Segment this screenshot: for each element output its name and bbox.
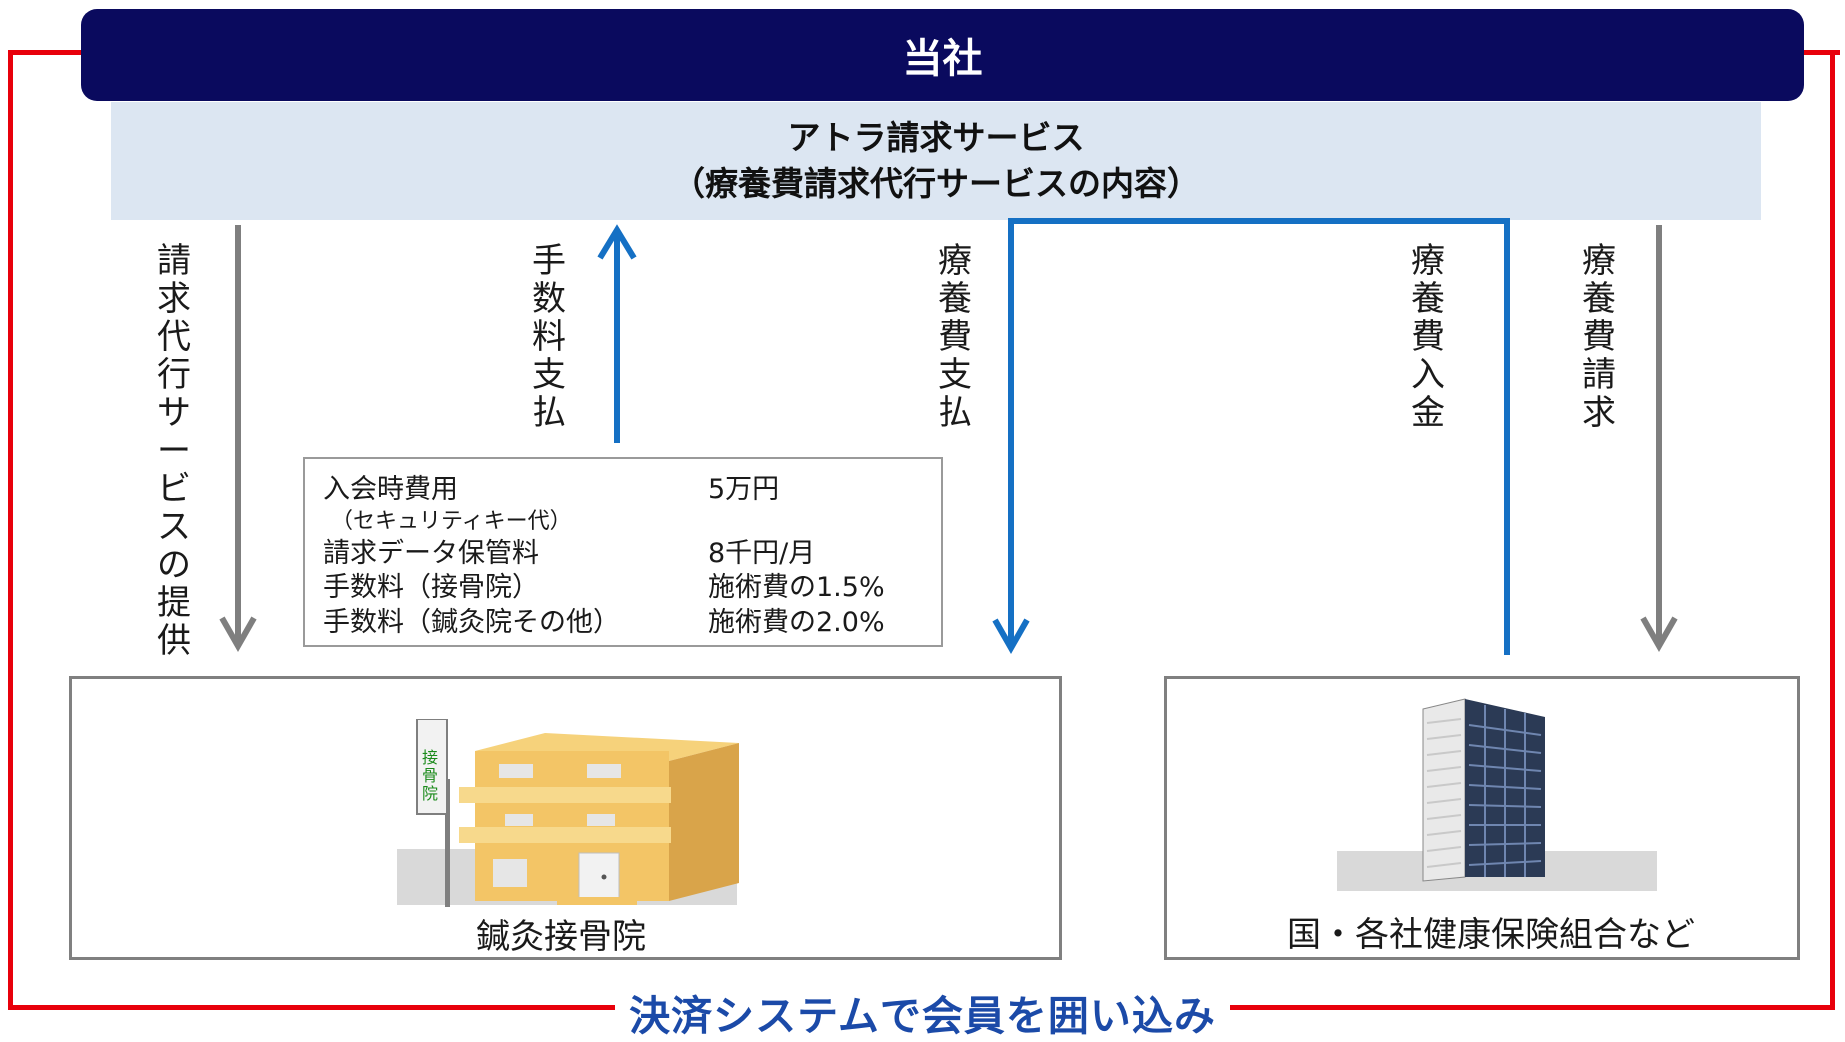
billing-service-label: 請求代行サービスの提供 (157, 241, 191, 661)
treatment-flow-arrow (992, 218, 1510, 655)
footer-text: 決済システムで会員を囲い込み (615, 992, 1230, 1040)
insurer-label: 国・各社健康保険組合など (1287, 915, 1695, 955)
footer-label: 決済システムで会員を囲い込み (0, 982, 1845, 1042)
billing-service-arrow (219, 225, 257, 653)
fee-row-label: 入会時費用 (323, 474, 458, 505)
clinic-label: 鍼灸接骨院 (476, 917, 646, 957)
fee-row-value: 8千円/月 (708, 538, 816, 569)
treatment-claim-label: 療養費請求 (1582, 241, 1616, 433)
service-band: アトラ請求サービス （療養費請求代行サービスの内容） (111, 102, 1761, 220)
fee-table: 入会時費用 5万円 （セキュリティキー代） 請求データ保管料 8千円/月 手数料… (303, 457, 943, 647)
red-loop-frame-top-right (1790, 50, 1840, 55)
service-subtitle: （療養費請求代行サービスの内容） (672, 164, 1200, 203)
service-title: アトラ請求サービス (787, 118, 1085, 157)
treatment-claim-arrow (1640, 225, 1678, 653)
fee-row-label: 請求データ保管料 (323, 538, 539, 569)
insurer-panel: 国・各社健康保険組合など (1164, 676, 1800, 960)
treatment-payment-label: 療養費支払 (938, 241, 972, 433)
fee-row-value: 5万円 (708, 474, 780, 505)
clinic-sign-text: 接骨院 (421, 748, 438, 803)
fee-row-value: 施術費の1.5% (708, 572, 885, 603)
company-title: 当社 (902, 36, 983, 82)
fee-payment-label: 手数料支払 (532, 241, 566, 433)
fee-row-note: （セキュリティキー代） (331, 509, 572, 534)
company-header: 当社 (81, 9, 1804, 101)
fee-row-value: 施術費の2.0% (708, 607, 885, 638)
red-loop-frame-top-left (8, 50, 88, 55)
fee-row-label: 手数料（接骨院） (323, 572, 539, 603)
fee-row-label: 手数料（鍼灸院その他） (323, 607, 620, 638)
clinic-panel: 接骨院 鍼灸接骨院 (69, 676, 1062, 960)
office-building-icon (1337, 698, 1657, 891)
clinic-building-icon (397, 719, 739, 907)
fee-payment-arrow (597, 224, 637, 443)
treatment-deposit-label: 療養費入金 (1411, 241, 1445, 433)
